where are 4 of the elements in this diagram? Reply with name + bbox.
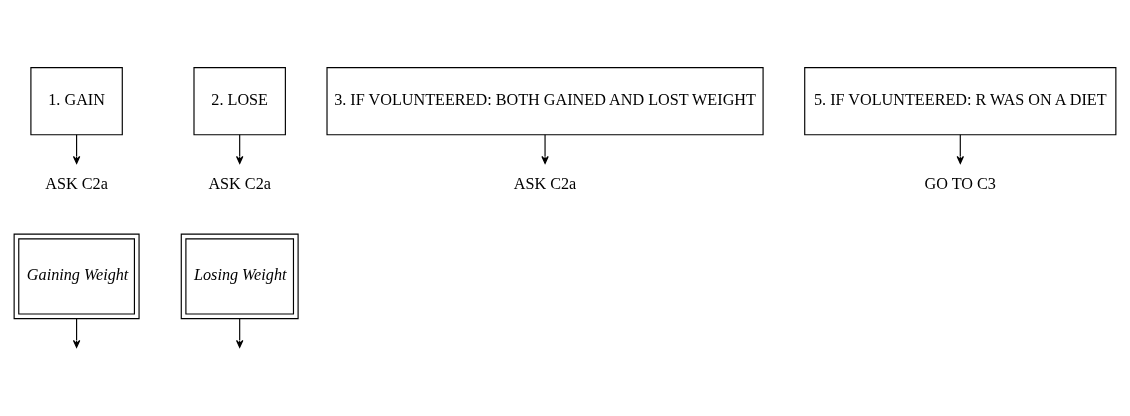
- node-text: ASK C2a: [513, 174, 577, 193]
- node-text: ASK C2a: [208, 174, 271, 193]
- node-text: ASK C2a: [45, 174, 108, 193]
- node-text: GO TO C3: [924, 174, 996, 193]
